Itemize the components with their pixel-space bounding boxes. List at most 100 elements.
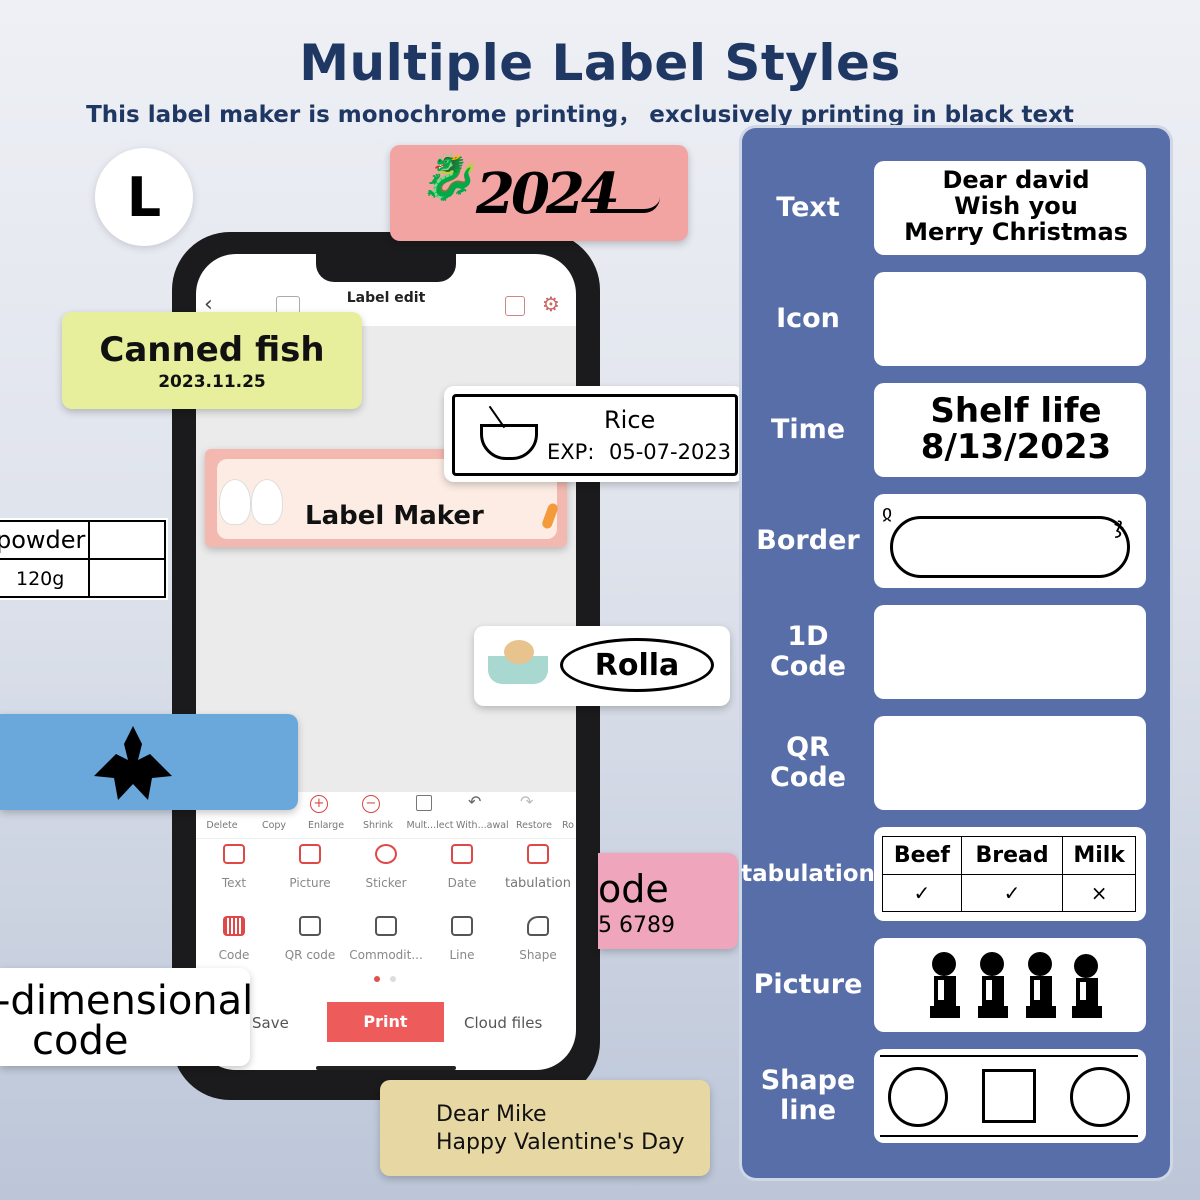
category-commodity[interactable]: Commodit... [348, 916, 424, 962]
square-shape [982, 1069, 1036, 1123]
canned-fish-title: Canned fish [99, 330, 325, 370]
table-cell: ✓ [960, 874, 1064, 912]
shrink-button[interactable]: Shrink [362, 820, 394, 831]
border-style-card: ჲ ჯ [874, 494, 1146, 588]
page-dot[interactable] [390, 976, 396, 982]
settings-gear-icon[interactable]: ⚙ [542, 292, 560, 316]
save-button[interactable]: Save [252, 1014, 289, 1032]
shrink-icon[interactable]: − [362, 795, 380, 813]
category-qr-code[interactable]: QR code [272, 916, 348, 962]
rolla-oval-border [560, 638, 714, 692]
icon-style-card [874, 272, 1146, 366]
time-card-content: Shelf life 8/13/2023 [874, 393, 1158, 465]
table-cell: × [1062, 874, 1136, 912]
picture-style-card [874, 938, 1146, 1032]
back-icon[interactable]: ‹ [204, 292, 213, 317]
toolbar-labels: Delete Copy Enlarge Shrink Mult...lect W… [196, 820, 576, 831]
qr-code-style-card [874, 716, 1146, 810]
category-tabulation[interactable]: tabulation [500, 844, 576, 891]
table-cell: ✓ [882, 874, 962, 912]
category-code[interactable]: Code [196, 916, 272, 962]
calendar-icon [451, 844, 473, 864]
table-header: Beef [882, 836, 962, 875]
border-card-frame [890, 516, 1130, 578]
panel-row-label: Border [756, 525, 860, 556]
delete-button[interactable]: Delete [206, 820, 238, 831]
home-indicator [316, 1066, 456, 1070]
barcode-label: ode 5 6789 [598, 853, 738, 949]
category-shape[interactable]: Shape [500, 916, 576, 962]
redo-icon[interactable]: ↷ [520, 792, 534, 811]
page-subtitle: This label maker is monochrome printing，… [86, 102, 1074, 128]
category-row-1: Text Picture Sticker Date tabulation [196, 844, 576, 891]
shape-icon [527, 916, 549, 936]
panel-row-label: Text [776, 192, 840, 223]
category-line[interactable]: Line [424, 916, 500, 962]
canned-fish-date: 2023.11.25 [158, 372, 266, 392]
rolla-label: Rolla [474, 626, 730, 706]
powder-label: powder 120g [0, 518, 168, 600]
barcode-number: 5 6789 [598, 913, 675, 938]
barcode-label-text: ode [598, 867, 669, 911]
time-card-line: Shelf life [930, 391, 1102, 431]
rice-bowl-icon [480, 424, 538, 460]
undo-icon[interactable]: ↶ [468, 792, 482, 811]
line-icon [451, 916, 473, 936]
page-title: Multiple Label Styles [299, 34, 901, 92]
enlarge-icon[interactable]: + [310, 795, 328, 813]
dragon-tail-icon [590, 197, 660, 213]
sprout-icon: ჲ [882, 500, 893, 524]
text-card-content: Dear david Wish you Merry Christmas [874, 167, 1158, 245]
shape-line-style-card [874, 1049, 1146, 1143]
holly-label [0, 714, 298, 810]
page-dot-active[interactable] [374, 976, 380, 982]
print-button[interactable]: Print [327, 1002, 444, 1042]
canned-fish-label: Canned fish 2023.11.25 [62, 312, 362, 409]
barcode-style-card [874, 605, 1146, 699]
table-header: Milk [1062, 836, 1136, 875]
multiselect-button[interactable]: Mult...lect [406, 820, 454, 831]
category-picture[interactable]: Picture [272, 844, 348, 891]
powder-name: powder [0, 526, 86, 554]
panel-row-label: Time [770, 414, 846, 445]
panel-row-label: Shape line [760, 1065, 856, 1126]
tabulation-style-card: Beef Bread Milk ✓ ✓ × [874, 827, 1146, 921]
multiselect-icon[interactable] [416, 795, 432, 811]
dragon-year-label: 🐉 2024 [390, 145, 688, 241]
picture-icon [299, 844, 321, 864]
panel-row-label: QR Code [769, 732, 846, 793]
valentine-label: Dear Mike Happy Valentine's Day [380, 1080, 710, 1176]
enlarge-button[interactable]: Enlarge [307, 820, 345, 831]
powder-weight: 120g [16, 568, 65, 590]
restore-button[interactable]: Restore [515, 820, 553, 831]
app-title: Label edit [346, 290, 426, 306]
preview-icon[interactable] [505, 296, 525, 316]
text-card-line: Merry Christmas [904, 218, 1128, 246]
cartoon-people-icon [930, 952, 1102, 1018]
cloud-files-button[interactable]: Cloud files [464, 1014, 543, 1032]
sprout-icon: ჯ [1114, 514, 1124, 539]
category-text[interactable]: Text [196, 844, 272, 891]
rice-exp-label: EXP: [547, 440, 595, 464]
text-icon [223, 844, 245, 864]
phone-notch [316, 254, 456, 282]
circle-shape [888, 1067, 948, 1127]
rotate-button[interactable]: Ro [562, 820, 574, 831]
powder-table-vline [88, 520, 90, 598]
time-style-card: Shelf life 8/13/2023 [874, 383, 1146, 477]
edit-toolbar: Delete Copy Enlarge Shrink Mult...lect W… [196, 792, 576, 838]
rice-label-border [452, 394, 738, 476]
panel-row-label: Icon [776, 303, 840, 334]
category-date[interactable]: Date [424, 844, 500, 891]
category-sticker[interactable]: Sticker [348, 844, 424, 891]
barcode-icon [223, 916, 245, 936]
text-card-line: Wish you [954, 192, 1078, 220]
valentine-line2: Happy Valentine's Day [436, 1130, 685, 1155]
table-header: Bread [960, 836, 1064, 875]
toolbar-divider [196, 838, 576, 839]
withdrawal-button[interactable]: With...awal [456, 820, 509, 831]
copy-button[interactable]: Copy [261, 820, 287, 831]
two-dimensional-label: -dimensional code [0, 968, 250, 1066]
commodity-icon [375, 916, 397, 936]
dragon-icon: 🐉 [420, 152, 475, 203]
